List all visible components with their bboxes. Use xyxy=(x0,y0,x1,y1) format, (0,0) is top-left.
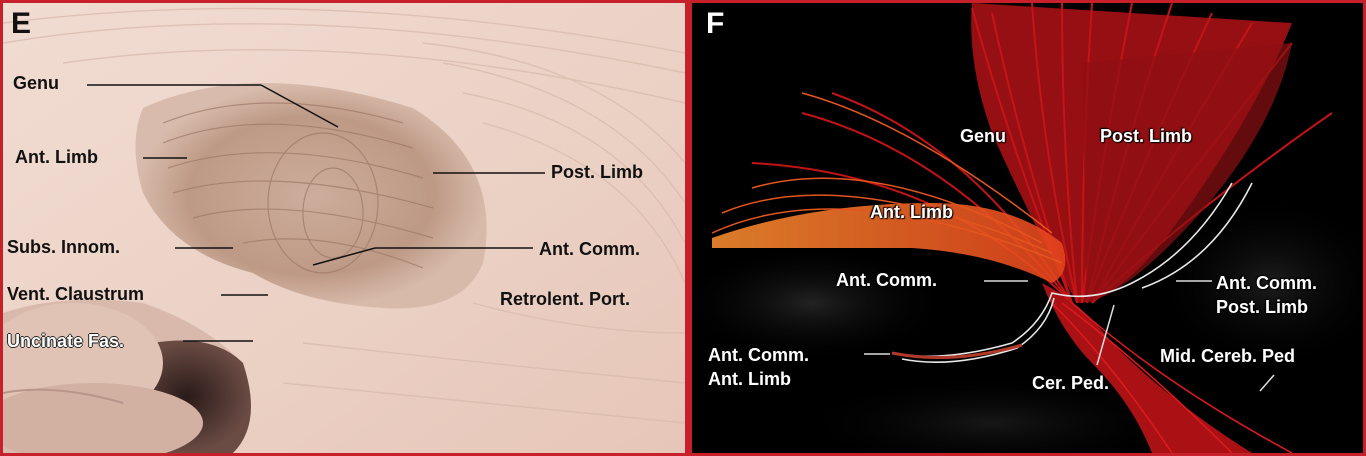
label-vent-claustrum: Vent. Claustrum xyxy=(7,284,145,304)
label-ant-comm-ant-limb-line-1: Ant. Comm. xyxy=(708,345,809,365)
label-mid-cereb-ped: Mid. Cereb. Ped xyxy=(1160,346,1296,366)
label-ant-limb: Ant. Limb xyxy=(15,147,98,167)
label-uncinate-fas: Uncinate Fas. xyxy=(7,331,125,351)
label-ant-comm: Ant. Comm. xyxy=(539,239,640,259)
label-retrolent-port: Retrolent. Port. xyxy=(500,289,631,309)
label-cer-ped: Cer. Ped. xyxy=(1032,373,1110,393)
label-genu: Genu xyxy=(13,73,60,93)
label-ant-comm-ant-limb-line-2: Ant. Limb xyxy=(708,369,791,389)
label-post-limb: Post. Limb xyxy=(1100,126,1193,146)
label-ant-comm-post-limb-line-2: Post. Limb xyxy=(1216,297,1309,317)
label-subs-innom: Subs. Innom. xyxy=(7,237,121,257)
label-genu: Genu xyxy=(960,126,1007,146)
dissection-photo xyxy=(3,3,685,453)
panel-f-tractography: F Genu Post. Limb Ant. Limb Ant. Comm. A… xyxy=(692,3,1363,453)
panel-e-dissection-photo: E Genu Ant. Limb Post. Limb Subs. Innom.… xyxy=(3,3,685,453)
label-ant-comm-post-limb-line-1: Ant. Comm. xyxy=(1216,273,1317,293)
label-post-limb: Post. Limb xyxy=(551,162,644,182)
label-ant-comm-ant-limb: Ant. Comm. Ant. Limb xyxy=(708,343,809,391)
label-ant-comm-post-limb: Ant. Comm. Post. Limb xyxy=(1216,271,1317,319)
label-ant-limb: Ant. Limb xyxy=(870,202,953,222)
tractography-image xyxy=(692,3,1363,453)
label-ant-comm: Ant. Comm. xyxy=(836,270,937,290)
panel-letter-e: E xyxy=(11,7,32,40)
panel-letter-f: F xyxy=(706,7,725,40)
